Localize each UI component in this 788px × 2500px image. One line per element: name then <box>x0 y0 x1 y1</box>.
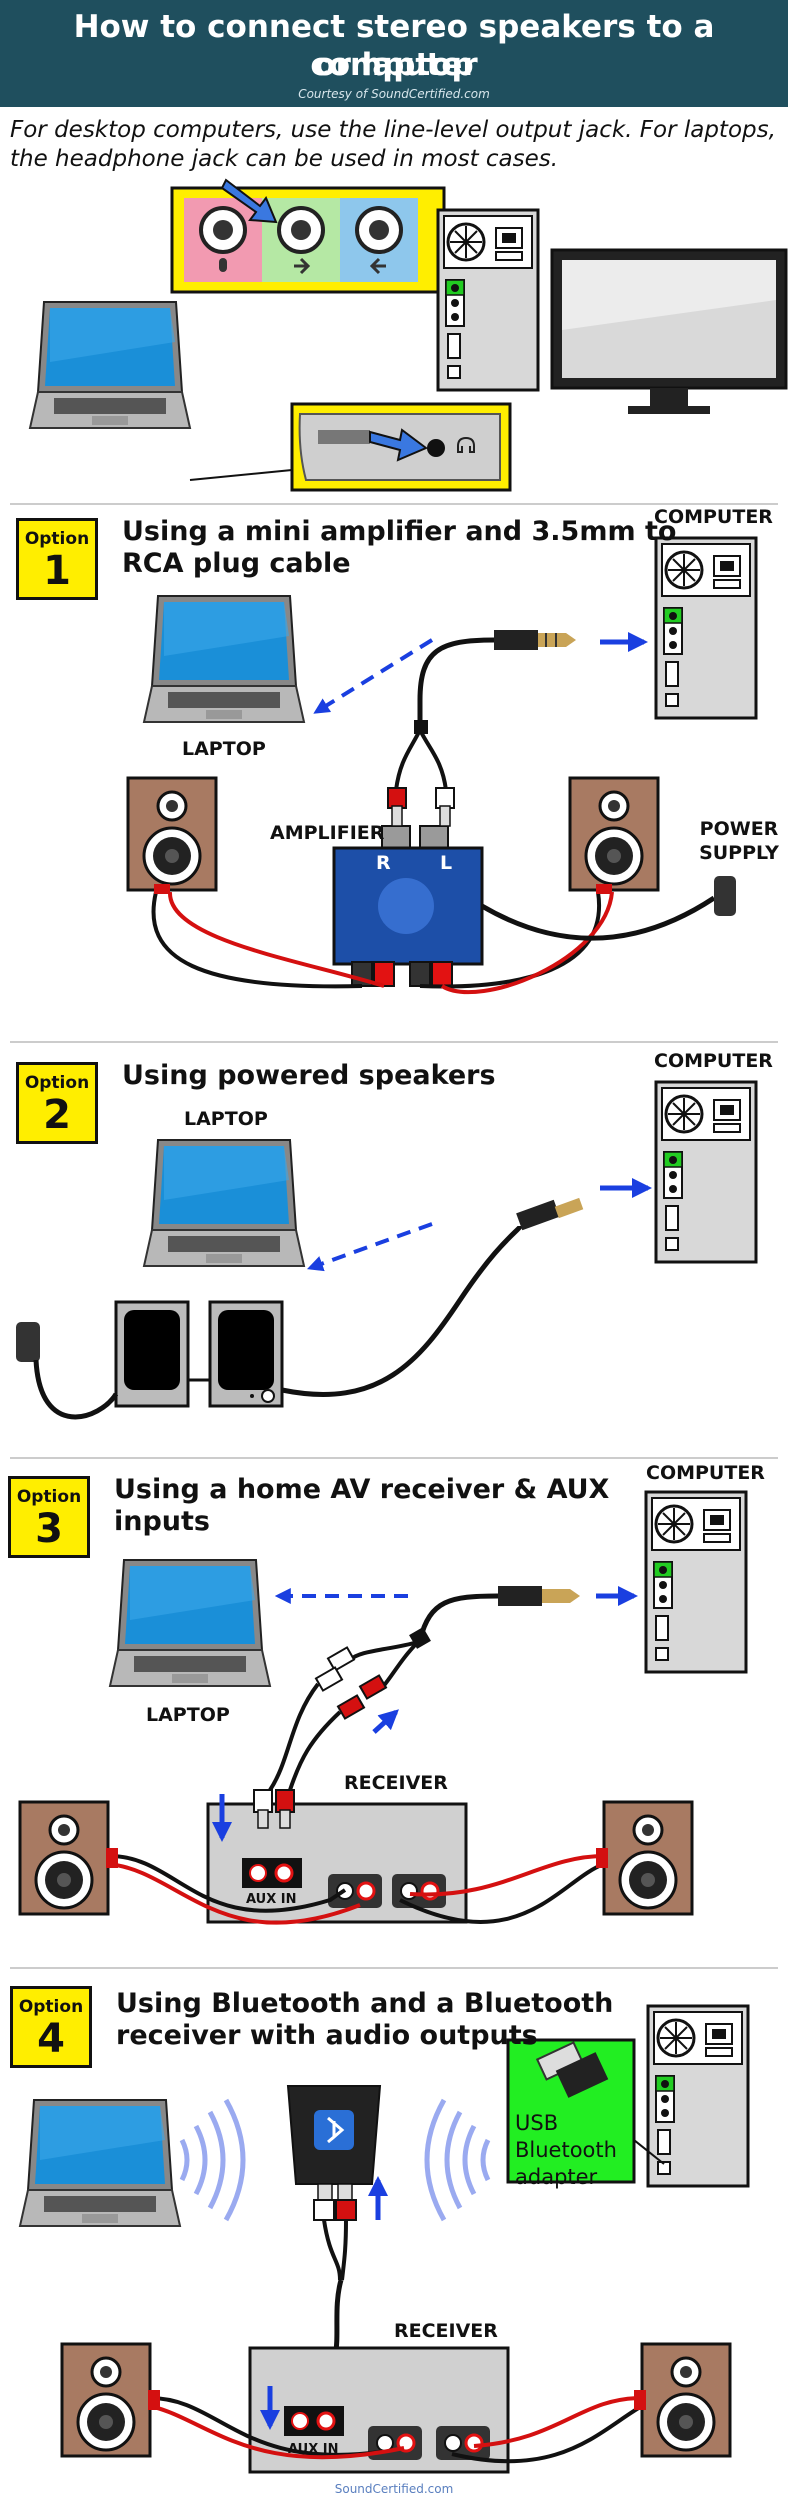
option3-computer-label: COMPUTER <box>646 1462 765 1484</box>
option3-title-line1: Using a home AV receiver & AUX <box>114 1474 610 1505</box>
option3-title-line2: inputs <box>114 1506 211 1537</box>
option3-badge: Option 3 <box>8 1476 90 1558</box>
usb-adapter-icon <box>535 2041 609 2098</box>
usb-label-line3: adapter <box>515 2165 598 2189</box>
option2-laptop-label: LAPTOP <box>184 1108 268 1130</box>
header-credit: Courtesy of SoundCertified.com <box>298 87 490 101</box>
mic-icon <box>219 258 227 272</box>
option4-title-line1: Using Bluetooth and a Bluetooth <box>116 1988 614 2019</box>
amp-channel-r: R <box>376 852 391 874</box>
usb-label-line2: Bluetooth <box>515 2138 617 2162</box>
amplifier-label: AMPLIFIER <box>270 822 385 844</box>
headphone-icon <box>457 436 475 453</box>
bluetooth-waves-right <box>424 2098 491 2222</box>
option3-badge-word: Option <box>16 1487 82 1507</box>
option4-laptop-icon <box>19 2099 181 2227</box>
line-in-icon <box>369 257 386 275</box>
usb-bluetooth-label: USB Bluetooth adapter <box>515 2110 617 2191</box>
power-supply-label-line2: SUPPLY <box>699 842 779 864</box>
option2-badge: Option 2 <box>16 1062 98 1144</box>
option3-diagram <box>18 1490 748 1925</box>
option1-speaker-right <box>568 776 660 892</box>
power-supply-label-line1: POWER <box>699 818 779 840</box>
amplifier-icon <box>332 825 484 987</box>
option4-speaker-right <box>640 2342 732 2458</box>
option3-laptop-label: LAPTOP <box>146 1704 230 1726</box>
option1-badge-number: 1 <box>43 548 71 594</box>
option2-laptop-icon <box>143 1139 305 1267</box>
computer-tower-icon <box>436 208 540 392</box>
option3-laptop-icon <box>109 1559 271 1687</box>
option4-diagram <box>19 2004 750 2474</box>
option1-diagram <box>126 536 758 995</box>
power-plug-icon <box>714 876 736 916</box>
option4-badge-number: 4 <box>37 2016 65 2062</box>
option4-title-line2: receiver with audio outputs <box>116 2020 538 2051</box>
option2-computer-label: COMPUTER <box>654 1050 773 1072</box>
option1-computer-icon <box>654 536 758 720</box>
page-title-line2: or laptop <box>314 47 474 83</box>
option3-badge-number: 3 <box>35 1506 63 1552</box>
option2-badge-word: Option <box>24 1073 90 1093</box>
option1-badge-word: Option <box>24 529 90 549</box>
option3-speaker-left <box>18 1800 110 1916</box>
option1-title-line1: Using a mini amplifier and 3.5mm to <box>122 516 677 547</box>
option1-laptop-icon <box>143 595 305 723</box>
option1-arrow-to-laptop <box>313 638 434 714</box>
bluetooth-icon <box>327 2116 345 2144</box>
option4-aux-in-label: AUX IN <box>288 2442 339 2457</box>
option1-laptop-label: LAPTOP <box>182 738 266 760</box>
intro-text: For desktop computers, use the line-leve… <box>10 117 776 172</box>
bluetooth-waves-left <box>179 2098 246 2222</box>
header-banner: How to connect stereo speakers to a comp… <box>0 0 788 107</box>
option3-arrow-rca <box>372 1709 399 1734</box>
option2-computer-icon <box>654 1080 758 1264</box>
intro-arrow-to-green <box>220 178 278 224</box>
usb-label-line1: USB <box>515 2111 559 2135</box>
laptop-icon <box>29 301 191 429</box>
option4-badge: Option 4 <box>10 1986 92 2068</box>
option3-receiver-label: RECEIVER <box>344 1772 448 1794</box>
option1-computer-label: COMPUTER <box>654 506 773 528</box>
intro-diagram <box>29 178 788 492</box>
option3-speaker-right <box>602 1800 694 1916</box>
option4-computer-icon <box>646 2004 750 2188</box>
option2-diagram <box>16 1080 758 1420</box>
receiver-icon <box>206 1802 468 1924</box>
option1-title-line2: RCA plug cable <box>122 548 351 579</box>
option2-title-line1: Using powered speakers <box>122 1060 496 1091</box>
option2-powered-speakers <box>114 1300 284 1408</box>
monitor-icon <box>550 248 788 414</box>
option1-speaker-left <box>126 776 218 892</box>
footer-credit: SoundCertified.com <box>334 2482 454 2496</box>
option3-aux-in-label: AUX IN <box>246 1892 297 1907</box>
amp-channel-l: L <box>440 852 453 874</box>
option4-receiver-label: RECEIVER <box>394 2320 498 2342</box>
bluetooth-receiver-icon <box>286 2085 382 2185</box>
option1-badge: Option 1 <box>16 518 98 600</box>
option3-computer-icon <box>644 1490 748 1674</box>
option2-arrow-to-laptop <box>306 1222 433 1272</box>
option4-badge-word: Option <box>18 1997 84 2017</box>
option2-badge-number: 2 <box>43 1092 71 1138</box>
option4-speaker-left <box>60 2342 152 2458</box>
page-title-line1: How to connect stereo speakers to a comp… <box>73 9 715 83</box>
line-out-icon <box>294 257 311 275</box>
